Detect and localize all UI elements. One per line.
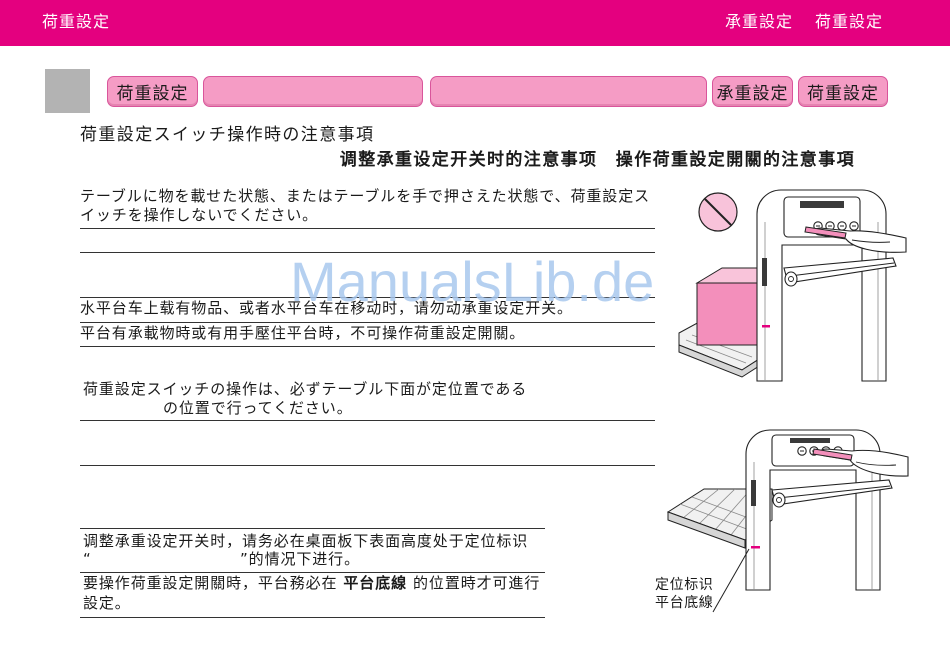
hand-icon (804, 226, 907, 253)
rule (80, 228, 655, 229)
rule (80, 617, 545, 618)
knob-center (788, 276, 794, 282)
grid-line (714, 489, 752, 531)
caution-position-ja-line-1: 荷重設定スイッチの操作は、必ずテーブル下面が定位置である (83, 380, 528, 398)
crossbar-line (789, 262, 895, 277)
tab-empty-2 (430, 76, 707, 107)
grid-line (679, 503, 753, 532)
caution-position-zh-cn-line-1: 调整承重设定开关时，请务必在桌面板下表面高度处于定位标识 (83, 532, 529, 550)
illustration-marker-position (666, 429, 909, 613)
position-marker (751, 546, 760, 549)
caution-position-zh-cn-line-2: ”的情况下进行。 (240, 550, 360, 568)
brand-logo-mark (762, 258, 767, 286)
caution-load-ja-line-2: イッチを操作しないでください。 (80, 206, 319, 224)
section-title-ja: 荷重設定スイッチ操作時の注意事項 (80, 125, 375, 145)
section-title-zh: 调整承重设定开关时的注意事项 操作荷重設定開關的注意事項 (339, 150, 855, 170)
chapter-marker (45, 69, 90, 113)
crossbar (783, 257, 897, 287)
crossbar-knob (784, 271, 798, 287)
prohibition-icon (698, 192, 738, 232)
caution-position-zh-tw-line-1: 要操作荷重設定開關時，平台務必在平台底線的位置時才可進行 (83, 574, 540, 592)
caution-position-zh-tw-line-2: 設定。 (83, 594, 131, 612)
grid-line (682, 489, 720, 519)
crossbar-line (777, 485, 891, 499)
marker-leader-line (712, 548, 750, 613)
panel-display (800, 201, 844, 208)
position-marker (762, 325, 770, 328)
tray-edge (667, 511, 746, 549)
tab-label: 承重設定 (716, 84, 789, 104)
header-bar: 荷重設定 承重設定 荷重設定 (0, 0, 950, 46)
illustration-loaded-cart (678, 189, 907, 382)
header-title: 荷重設定 (42, 12, 111, 31)
panel-display (790, 438, 830, 443)
tab-label: 荷重設定 (116, 84, 189, 104)
crossbar-knob (772, 492, 786, 508)
caution-position-zh-cn-quote-open: “ (83, 550, 92, 568)
header-item-zh-tw: 荷重設定 (815, 12, 884, 31)
caution-load-zh-tw: 平台有承載物時或有用手壓住平台時，不可操作荷重設定開關。 (80, 324, 526, 342)
caution-load-ja-line-1: テーブルに物を載せた状態、またはテーブルを手で押さえた状態で、荷重設定ス (80, 187, 651, 205)
rule (80, 572, 545, 573)
zh-tw-emphasis: 平台底線 (343, 574, 408, 592)
rule (80, 252, 655, 253)
brand-logo-mark (751, 480, 756, 506)
hand-crease (855, 461, 897, 466)
rule (80, 322, 655, 323)
zh-tw-text-before: 要操作荷重設定開關時，平台務必在 (83, 574, 338, 592)
prohibition-slash (704, 198, 732, 226)
stylus (812, 448, 853, 461)
rule (80, 528, 545, 529)
rule (80, 346, 655, 347)
header-item-zh-cn: 承重設定 (725, 12, 794, 31)
rule (80, 420, 655, 421)
tray-slat (685, 339, 747, 364)
tab-ja: 荷重設定 (107, 76, 198, 107)
knob-center (776, 497, 782, 503)
caution-load-zh-cn: 水平台车上载有物品、或者水平台车在移动时，请勿动承重设定开关。 (80, 299, 573, 317)
crossbar (771, 479, 893, 508)
tab-zh-cn: 承重設定 (712, 76, 793, 107)
control-panel (783, 196, 861, 238)
rule (80, 465, 655, 466)
tab-empty-1 (203, 76, 423, 107)
zh-tw-text-after: 的位置時才可進行 (413, 574, 541, 592)
tab-label: 荷重設定 (807, 84, 879, 104)
tab-zh-tw: 荷重設定 (798, 76, 888, 107)
figure-label-marker-zh-cn: 定位标识 (655, 577, 714, 593)
caution-position-ja-line-2: の位置で行ってください。 (163, 399, 353, 417)
stylus (804, 226, 847, 239)
figure-label-marker-zh-tw: 平台底線 (655, 595, 714, 611)
rule (80, 297, 655, 298)
hand-crease (851, 239, 891, 243)
hand-icon (812, 448, 909, 477)
frame-outline (745, 429, 881, 591)
